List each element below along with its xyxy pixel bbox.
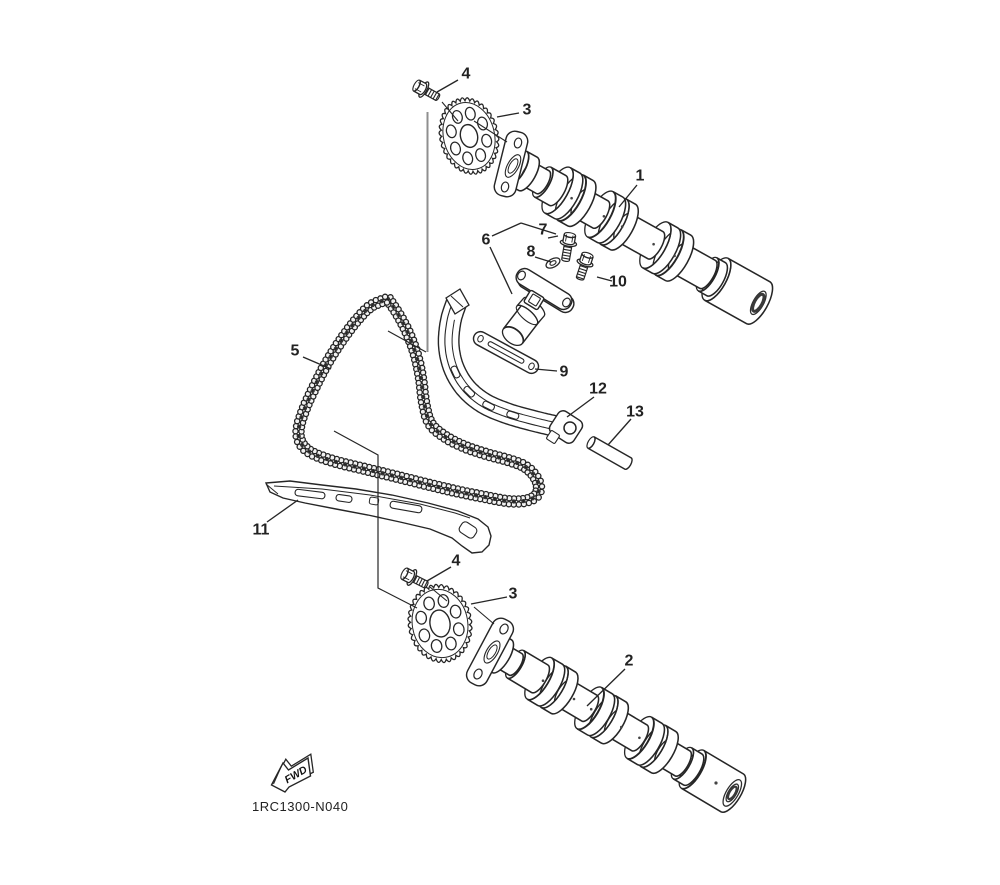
svg-text:11: 11	[253, 522, 270, 539]
svg-text:5: 5	[291, 343, 300, 360]
svg-text:13: 13	[626, 404, 644, 421]
svg-text:8: 8	[527, 244, 536, 261]
svg-text:4: 4	[462, 66, 471, 83]
svg-text:3: 3	[523, 102, 532, 119]
svg-text:6: 6	[482, 232, 491, 249]
svg-text:1RC1300-N040: 1RC1300-N040	[252, 799, 348, 814]
svg-text:7: 7	[539, 222, 548, 239]
svg-text:10: 10	[609, 274, 627, 291]
svg-text:2: 2	[625, 653, 634, 670]
svg-text:1: 1	[636, 168, 645, 185]
svg-text:4: 4	[452, 553, 461, 570]
svg-text:3: 3	[509, 586, 518, 603]
svg-text:12: 12	[589, 381, 607, 398]
svg-text:9: 9	[560, 364, 569, 381]
